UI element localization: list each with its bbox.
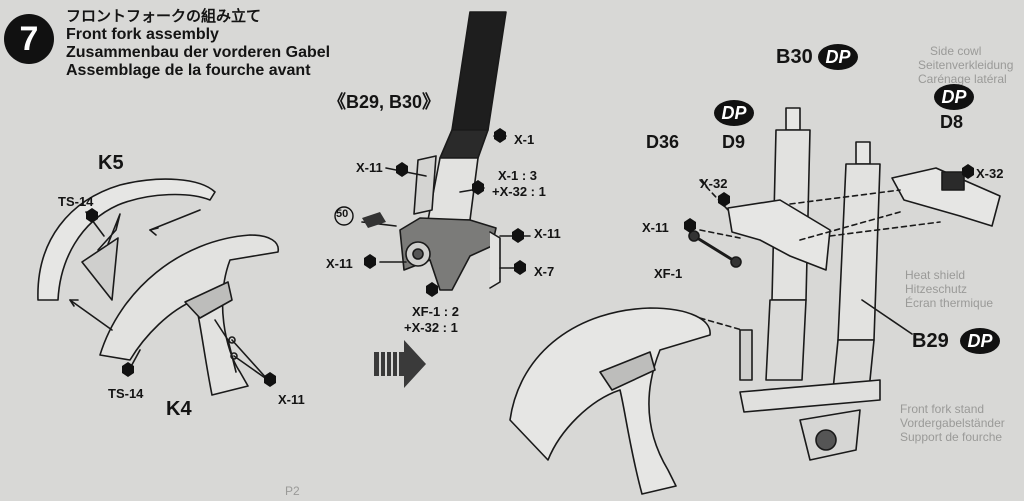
screw-label-x11: X-11	[326, 256, 353, 271]
step-title-en: Front fork assembly	[66, 26, 219, 43]
screw-qty-x1: X-1 : 3	[498, 168, 538, 183]
part-label-b29: B29	[912, 330, 949, 352]
assembled-fender	[509, 307, 711, 495]
screw-label-x32: X-32	[700, 176, 728, 191]
variant-label: 《B29, B30》	[328, 92, 441, 112]
step-title-block: フロントフォークの組み立て Front fork assembly Zusamm…	[66, 8, 330, 80]
d8-bracket	[891, 167, 1001, 227]
step-title-jp: フロントフォークの組み立て	[66, 8, 262, 25]
background-text: Heat shield	[905, 268, 966, 282]
dp-badge: DP	[818, 44, 858, 70]
d36-rod	[692, 234, 738, 264]
part-label-b30: B30	[776, 46, 813, 68]
k5-fender-part	[37, 178, 216, 301]
screw-label-ts14: TS-14	[108, 386, 144, 401]
background-text: Front fork stand	[900, 402, 985, 416]
part-label-k5: K5	[98, 152, 124, 174]
fork-tube-b30	[785, 107, 801, 131]
screw-label-x1: X-1	[514, 132, 535, 147]
screw-qty-xf1: XF-1 : 2	[412, 304, 459, 319]
screw-label-x32: X-32	[976, 166, 1004, 181]
background-text: Hitzeschutz	[905, 282, 968, 296]
background-text: P2	[285, 484, 300, 498]
d9-bracket	[727, 199, 831, 271]
screw-label-ts14: TS-14	[58, 194, 94, 209]
screw-label-xf1: XF-1	[654, 266, 683, 281]
fork-tube-b29	[855, 141, 871, 165]
screw-glyphs	[86, 128, 974, 387]
part-label-d8: D8	[940, 112, 964, 132]
reference-number-50: 50	[336, 208, 349, 220]
background-text: Écran thermique	[905, 296, 994, 310]
step-title-de: Zusammenbau der vorderen Gabel	[66, 44, 331, 61]
screw-label-x11: X-11	[278, 392, 305, 407]
fork-tube	[451, 11, 507, 131]
background-text: Support de fourche	[900, 430, 1003, 444]
screw-label-x7: X-7	[534, 264, 555, 279]
screw-label-x11: X-11	[534, 226, 561, 241]
step-title-fr: Assemblage de la fourche avant	[66, 62, 311, 79]
part-label-k4: K4	[166, 398, 192, 420]
screw-qty-x32: +X-32 : 1	[404, 320, 458, 335]
screw-label-x11: X-11	[642, 220, 669, 235]
dp-badge: DP	[960, 328, 1000, 354]
background-text: Seitenverkleidung	[918, 58, 1014, 72]
dp-badge: DP	[714, 100, 754, 126]
screw-label-x11: X-11	[356, 160, 383, 175]
part-label-d9: D9	[722, 132, 746, 152]
background-text: Carénage latéral	[918, 72, 1007, 86]
background-text: Side cowl	[930, 44, 982, 58]
dp-badge: DP	[934, 84, 974, 110]
screw-qty-x32: +X-32 : 1	[492, 184, 546, 199]
direction-arrow	[374, 340, 426, 388]
background-text: Vordergabelständer	[900, 416, 1005, 430]
step-number-badge: 7	[4, 14, 54, 64]
part-label-d36: D36	[646, 132, 680, 152]
